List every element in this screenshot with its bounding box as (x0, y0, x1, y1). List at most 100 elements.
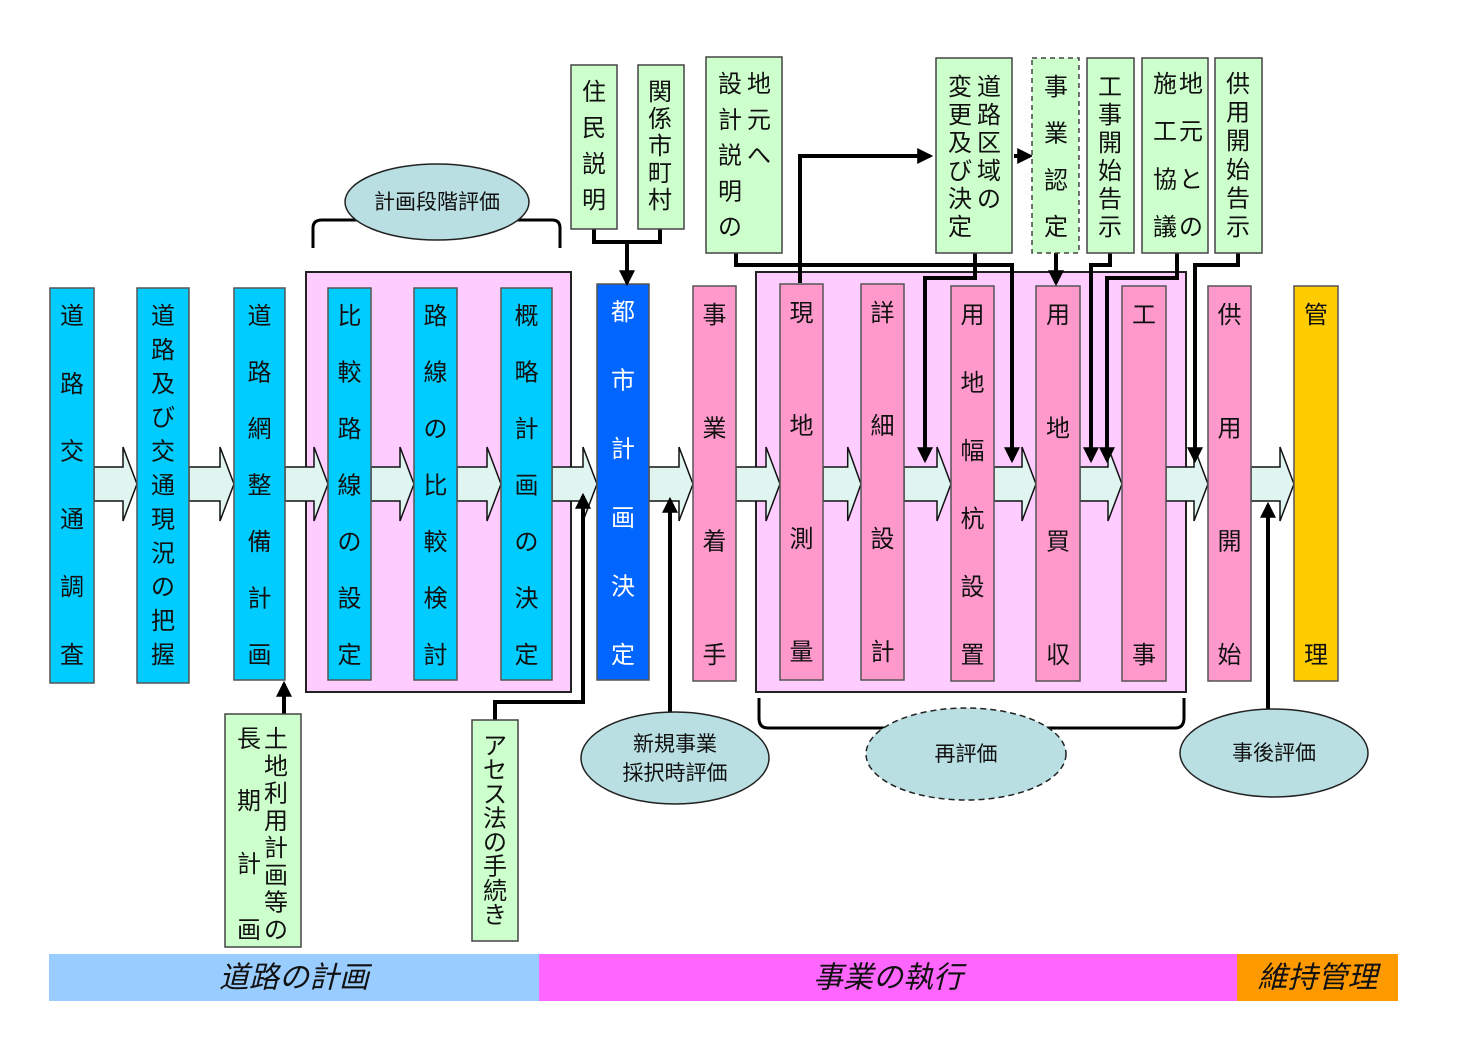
step-label-char: 及 (151, 370, 175, 398)
step-label-char: 計 (515, 415, 539, 443)
step-box (779, 283, 824, 681)
flow-arrow (993, 446, 1037, 522)
phase-label: 道路の計画 (219, 961, 373, 996)
note-box (570, 64, 618, 230)
step-label-char: 比 (424, 472, 448, 500)
note-label-char: 計 (237, 850, 261, 878)
step-label-char: 道 (60, 302, 84, 330)
note-label-char: ス (483, 780, 507, 808)
phase-band (49, 954, 539, 1001)
step-label-char: 討 (424, 641, 448, 669)
step-label-char: 道 (248, 302, 272, 330)
flow-arrow (93, 446, 138, 522)
phase-p2: 事業の執行 (539, 954, 1237, 1001)
step-label-char: 幅 (961, 437, 985, 465)
step-label-char: 設 (338, 585, 362, 613)
note-label-char: 定 (948, 213, 972, 241)
step-s13: 工事 (1121, 285, 1167, 682)
evaluation-e3: 再評価 (865, 707, 1067, 801)
flow-arrow (822, 446, 862, 522)
flow-arrow (1250, 446, 1295, 522)
note-label-char: 町 (648, 159, 672, 187)
evaluation-label: 採択時評価 (623, 761, 728, 785)
step-box (1121, 285, 1167, 682)
note-label-char: 域 (977, 157, 1001, 185)
note-label-char: 及 (948, 129, 972, 157)
note-label-char: 地 (1179, 70, 1203, 98)
step-label-char: 画 (515, 472, 539, 500)
phase-label: 維持管理 (1258, 961, 1382, 996)
step-label-char: 路 (338, 415, 362, 443)
note-label-char: 議 (1153, 213, 1177, 241)
note-label-char: 市 (648, 132, 672, 160)
note-label-char: 画 (237, 916, 261, 944)
step-s15: 管理 (1293, 285, 1339, 682)
step-label-char: 把 (151, 607, 175, 635)
note-label-char: 事 (1044, 73, 1068, 101)
note-label-char: 明 (718, 177, 742, 205)
evaluation-e4: 事後評価 (1179, 708, 1369, 798)
flow-arrow (1079, 446, 1123, 522)
note-label-char: 変 (948, 73, 972, 101)
note-label-char: セ (483, 756, 507, 784)
note-box (1031, 57, 1080, 254)
note-box (1086, 57, 1135, 254)
note-box (471, 719, 519, 942)
note-label-char: 工 (1153, 118, 1177, 146)
step-label-char: の (151, 573, 175, 601)
note-label-char: 施 (1153, 70, 1177, 98)
step-label-char: 定 (515, 641, 539, 669)
connector-line (734, 253, 1020, 464)
step-label-char: 略 (515, 359, 539, 387)
note-label-char: の (264, 916, 288, 944)
flow-arrow (284, 446, 329, 522)
step-label-char: 用 (961, 301, 985, 329)
evaluation-oval (1179, 708, 1369, 798)
evaluation-label: 事後評価 (1232, 741, 1316, 765)
evaluation-oval (580, 711, 770, 805)
step-box (327, 287, 372, 681)
step-label-char: 備 (248, 528, 272, 556)
step-box (1035, 285, 1081, 682)
note-label-char: 民 (582, 114, 606, 142)
note-box (224, 713, 302, 948)
step-label-char: 計 (248, 585, 272, 613)
flow-arrow (648, 446, 694, 522)
step-label-char: 買 (1046, 528, 1070, 556)
step-label-char: 通 (151, 472, 175, 500)
note-label-char: 始 (1098, 157, 1122, 185)
step-label-char: 都 (611, 298, 635, 326)
step-label-char: 業 (703, 414, 727, 442)
connector-line (592, 229, 662, 244)
step-label-char: 線 (424, 359, 448, 387)
step-label-char: 工 (1132, 301, 1156, 329)
step-label-char: 線 (338, 472, 362, 500)
note-label-char: 手 (483, 853, 507, 881)
step-label-char: 現 (151, 505, 175, 533)
step-label-char: 定 (611, 641, 635, 669)
evaluation-label: 計画段階評価 (374, 190, 500, 214)
step-label-char: 地 (1046, 414, 1070, 442)
step-label-char: 査 (60, 641, 84, 669)
step-label-char: 地 (961, 369, 985, 397)
note-label-char: 地 (264, 752, 288, 780)
note-box (935, 57, 1013, 254)
flow-arrow (903, 446, 952, 522)
step-label-char: 量 (790, 638, 814, 666)
